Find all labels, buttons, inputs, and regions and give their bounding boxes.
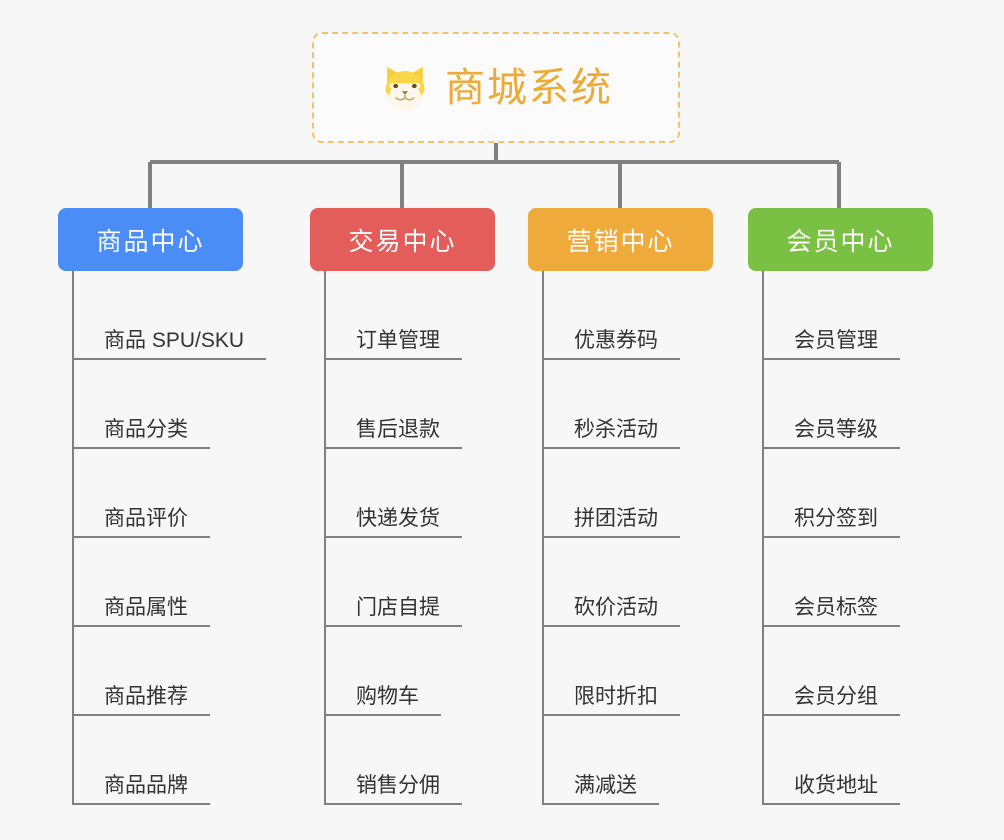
leaf-label: 秒杀活动 [542,417,680,449]
leaf-label: 会员标签 [762,595,900,627]
leaf-label: 订单管理 [324,328,462,360]
leaf-label: 满减送 [542,773,659,805]
leaf-label: 会员等级 [762,417,900,449]
leaf-label: 快递发货 [324,506,462,538]
leaf-item[interactable]: 会员管理 [762,271,933,360]
leaf-item[interactable]: 售后退款 [324,360,495,449]
leaf-label: 商品 SPU/SKU [72,328,267,360]
category-label: 商品中心 [96,227,205,256]
leaf-list-member-center: 会员管理 会员等级 积分签到 会员标签 会员分组 收货地址 [748,271,933,805]
leaf-item[interactable]: 满减送 [542,716,713,805]
category-header-product-center[interactable]: 商品中心 [58,208,243,271]
category-label: 交易中心 [348,227,457,256]
leaf-label: 会员分组 [762,684,900,716]
leaf-item[interactable]: 秒杀活动 [542,360,713,449]
tree-rail [324,271,326,805]
leaf-item[interactable]: 购物车 [324,627,495,716]
leaf-item[interactable]: 商品 SPU/SKU [72,271,267,360]
shiba-dog-icon [385,66,425,110]
leaf-item[interactable]: 商品品牌 [72,716,243,805]
leaf-label: 积分签到 [762,506,900,538]
leaf-list-product-center: 商品 SPU/SKU 商品分类 商品评价 商品属性 商品推荐 商品品牌 [58,271,267,805]
leaf-label: 商品分类 [72,417,210,449]
category-header-trade-center[interactable]: 交易中心 [310,208,495,271]
leaf-label: 优惠券码 [542,328,680,360]
leaf-item[interactable]: 订单管理 [324,271,495,360]
leaf-label: 商品评价 [72,506,210,538]
column-trade-center: 交易中心 订单管理 售后退款 快递发货 门店自提 购物车 销售分佣 [310,208,495,805]
leaf-item[interactable]: 收货地址 [762,716,933,805]
leaf-item[interactable]: 会员分组 [762,627,933,716]
leaf-item[interactable]: 会员等级 [762,360,933,449]
tree-rail [542,271,544,805]
leaf-item[interactable]: 快递发货 [324,449,495,538]
category-label: 会员中心 [786,227,895,256]
leaf-item[interactable]: 限时折扣 [542,627,713,716]
leaf-item[interactable]: 拼团活动 [542,449,713,538]
leaf-label: 收货地址 [762,773,900,805]
tree-rail [762,271,764,805]
leaf-label: 购物车 [324,684,441,716]
leaf-label: 门店自提 [324,595,462,627]
category-header-member-center[interactable]: 会员中心 [748,208,933,271]
leaf-item[interactable]: 商品属性 [72,538,243,627]
leaf-item[interactable]: 商品分类 [72,360,243,449]
leaf-label: 砍价活动 [542,595,680,627]
leaf-item[interactable]: 商品推荐 [72,627,243,716]
category-label: 营销中心 [566,227,675,256]
column-member-center: 会员中心 会员管理 会员等级 积分签到 会员标签 会员分组 收货地址 [748,208,933,805]
leaf-label: 限时折扣 [542,684,680,716]
leaf-item[interactable]: 商品评价 [72,449,243,538]
category-header-marketing-center[interactable]: 营销中心 [528,208,713,271]
leaf-item[interactable]: 砍价活动 [542,538,713,627]
leaf-label: 会员管理 [762,328,900,360]
leaf-item[interactable]: 积分签到 [762,449,933,538]
leaf-label: 商品属性 [72,595,210,627]
root-title: 商城系统 [445,65,613,110]
leaf-label: 拼团活动 [542,506,680,538]
leaf-label: 商品推荐 [72,684,210,716]
tree-rail [72,271,74,805]
root-node[interactable]: 商城系统 [312,32,680,143]
leaf-item[interactable]: 门店自提 [324,538,495,627]
leaf-label: 商品品牌 [72,773,210,805]
column-product-center: 商品中心 商品 SPU/SKU 商品分类 商品评价 商品属性 商品推荐 商品品牌 [58,208,267,805]
leaf-item[interactable]: 销售分佣 [324,716,495,805]
column-marketing-center: 营销中心 优惠券码 秒杀活动 拼团活动 砍价活动 限时折扣 满减送 [528,208,713,805]
leaf-list-trade-center: 订单管理 售后退款 快递发货 门店自提 购物车 销售分佣 [310,271,495,805]
leaf-item[interactable]: 优惠券码 [542,271,713,360]
leaf-item[interactable]: 会员标签 [762,538,933,627]
leaf-label: 售后退款 [324,417,462,449]
leaf-list-marketing-center: 优惠券码 秒杀活动 拼团活动 砍价活动 限时折扣 满减送 [528,271,713,805]
leaf-label: 销售分佣 [324,773,462,805]
